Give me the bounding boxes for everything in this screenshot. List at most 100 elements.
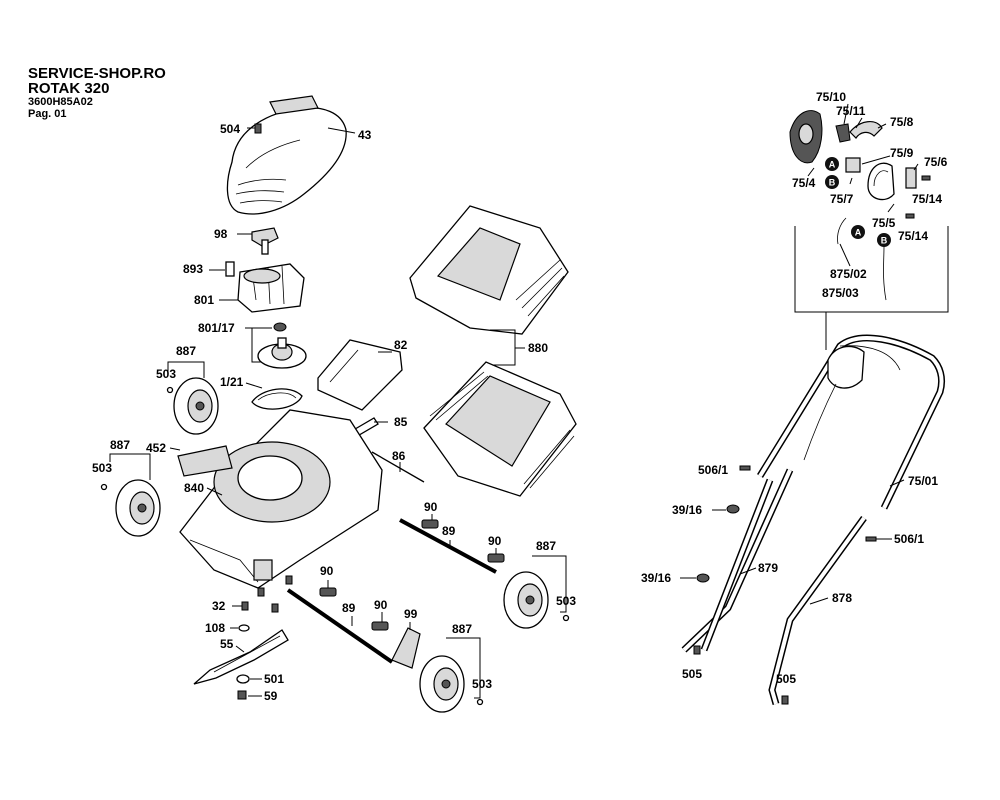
strain-relief-part <box>905 167 917 189</box>
spring-part <box>421 519 439 529</box>
part-label: 893 <box>183 262 203 276</box>
part-label: 503 <box>92 461 112 475</box>
model-name: ROTAK 320 <box>28 80 110 97</box>
knob-part <box>696 573 710 583</box>
part-label: 75/7 <box>830 192 854 206</box>
part-label: 99 <box>404 607 418 621</box>
part-label: 90 <box>488 534 502 548</box>
screw-part <box>693 645 701 655</box>
part-label: 75/01 <box>908 474 938 488</box>
part-label: 85 <box>394 415 408 429</box>
part-label: 75/14 <box>898 229 928 243</box>
badge-letter: A <box>855 228 862 238</box>
mower-deck-part <box>179 409 383 589</box>
switch-cover-part <box>867 162 895 201</box>
part-label: 503 <box>156 367 176 381</box>
part-label: 90 <box>374 598 388 612</box>
wheel-part <box>173 377 219 435</box>
badge-a-icon: A <box>851 225 865 239</box>
axle-front-part <box>286 588 394 664</box>
part-label: 75/5 <box>872 216 896 230</box>
part-label: 878 <box>832 591 852 605</box>
motor-cover-part <box>226 95 347 215</box>
part-label: 1/21 <box>220 375 244 389</box>
part-code: 3600H85A02 <box>28 96 93 108</box>
badge-letter: B <box>881 236 888 246</box>
part-label: 59 <box>264 689 278 703</box>
screw-part <box>241 601 249 611</box>
part-label: 75/4 <box>792 176 816 190</box>
part-label: 75/6 <box>924 155 948 169</box>
blade-part <box>193 629 289 685</box>
part-label: 501 <box>264 672 284 686</box>
belt-part <box>251 388 303 410</box>
part-label: 89 <box>342 601 356 615</box>
part-label: 75/9 <box>890 146 914 160</box>
switch-lever-part <box>849 121 883 139</box>
axle-rear-part <box>371 451 425 483</box>
part-label: 879 <box>758 561 778 575</box>
part-label: 108 <box>205 621 225 635</box>
capacitor-part <box>225 261 235 277</box>
catcher-lid-part <box>409 205 569 335</box>
switch-trigger-part <box>835 123 851 143</box>
shop-name: SERVICE-SHOP.RO <box>28 65 166 82</box>
bearing-part <box>273 322 287 332</box>
axle-part <box>399 518 497 574</box>
part-label: 887 <box>110 438 130 452</box>
part-label: 39/16 <box>641 571 671 585</box>
switch-contact-part <box>845 157 861 173</box>
screw-part <box>257 587 265 597</box>
wheel-part <box>419 655 465 713</box>
screw-part <box>271 603 279 613</box>
part-label: 75/10 <box>816 90 846 104</box>
spacer-part <box>236 674 250 684</box>
part-label: 801 <box>194 293 214 307</box>
part-label: 89 <box>442 524 456 538</box>
screw-part <box>905 213 915 219</box>
part-label: 505 <box>682 667 702 681</box>
sheet-header: SERVICE-SHOP.RO ROTAK 320 3600H85A02 Pag… <box>28 66 166 120</box>
flap-part <box>317 339 403 411</box>
catcher-box-part <box>423 361 577 497</box>
badge-b-icon: B <box>825 175 839 189</box>
handle-bottom-part <box>768 515 867 705</box>
part-label: 506/1 <box>894 532 924 546</box>
spring-part <box>371 621 389 631</box>
part-label: 503 <box>472 677 492 691</box>
screw-part <box>921 175 931 181</box>
screw-part <box>254 123 262 134</box>
wheel-part <box>115 479 161 537</box>
badge-b-icon: B <box>877 233 891 247</box>
part-label: 75/8 <box>890 115 914 129</box>
label-part <box>177 445 233 477</box>
screw-part <box>285 575 293 585</box>
part-label: 503 <box>556 594 576 608</box>
part-label: 887 <box>452 622 472 636</box>
part-label: 90 <box>424 500 438 514</box>
part-label: 39/16 <box>672 503 702 517</box>
wheel-part <box>503 571 549 629</box>
part-label: 504 <box>220 122 240 136</box>
badge-a-icon: A <box>825 157 839 171</box>
handle-upper-part <box>757 334 946 510</box>
switch-part <box>251 227 279 255</box>
part-label: 875/02 <box>830 267 867 281</box>
part-label: 875/03 <box>822 286 859 300</box>
washer-part <box>238 624 250 632</box>
part-label: 43 <box>358 128 372 142</box>
screw-part <box>739 465 751 471</box>
knob-part <box>726 504 740 514</box>
part-label: 55 <box>220 637 234 651</box>
bolt-part <box>237 690 247 700</box>
part-label: 887 <box>176 344 196 358</box>
part-label: 90 <box>320 564 334 578</box>
screw-part <box>865 536 877 542</box>
part-label: 86 <box>392 449 406 463</box>
badge-letter: B <box>829 178 836 188</box>
motor-part <box>237 263 305 313</box>
part-label: 505 <box>776 672 796 686</box>
part-label: 75/14 <box>912 192 942 206</box>
switch-housing-part <box>789 110 823 164</box>
